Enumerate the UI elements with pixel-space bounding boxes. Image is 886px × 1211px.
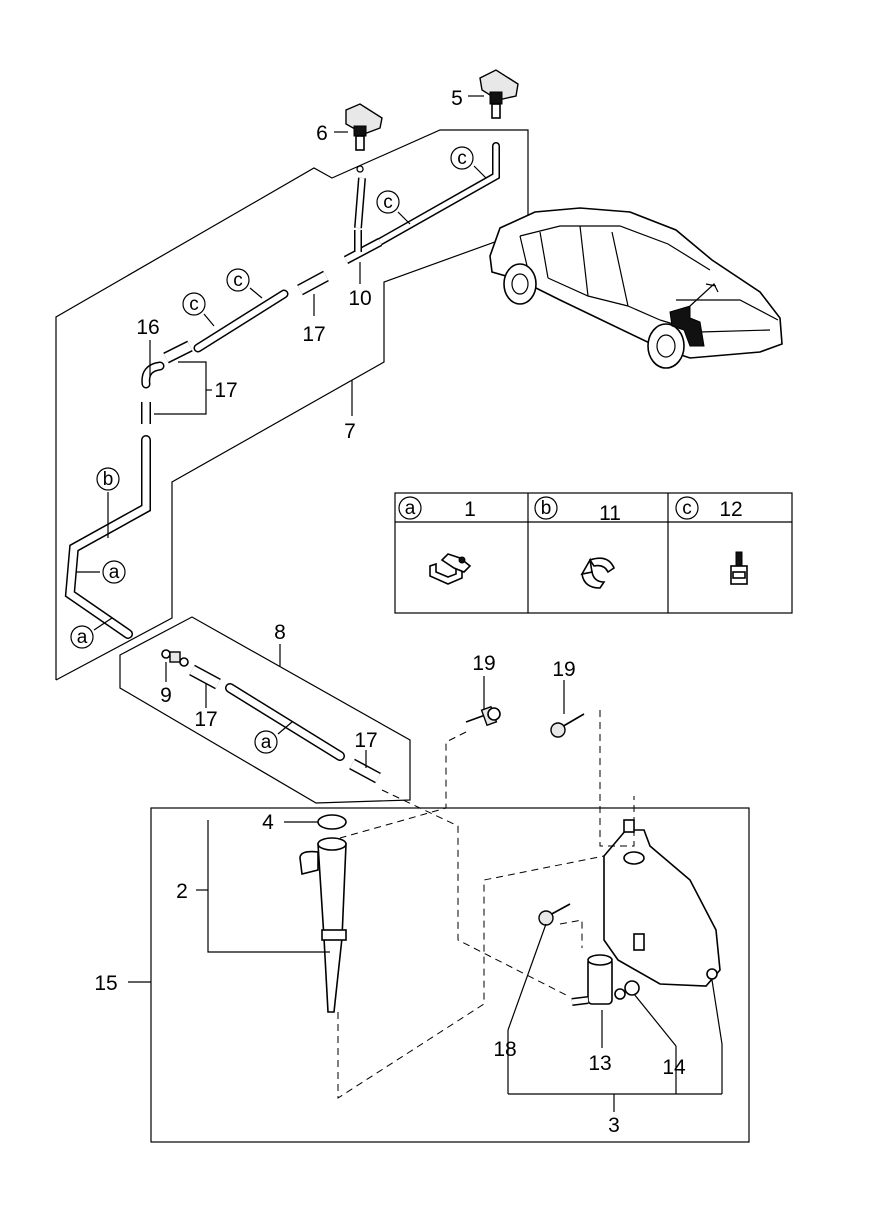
legend-number-a: 1 <box>464 498 476 521</box>
callout-18: 18 <box>493 1038 516 1061</box>
car-illustration <box>489 207 783 369</box>
hose-c-mid <box>193 289 289 353</box>
letter-a-1: a <box>109 562 120 583</box>
connector-17-upper <box>297 270 329 296</box>
pump-13 <box>571 954 613 1006</box>
hose-c-upper <box>372 142 500 248</box>
group-7-outline <box>55 129 529 681</box>
cap-4 <box>317 814 347 830</box>
letter-b-1: b <box>103 469 114 490</box>
hose-a-g8 <box>225 683 345 761</box>
legend-number-b: 11 <box>599 502 621 525</box>
grommet-14 <box>614 980 640 1000</box>
letter-c-4: c <box>189 294 199 315</box>
callout-7: 7 <box>344 420 356 443</box>
elbow-16 <box>141 361 165 389</box>
reservoir-tank <box>603 819 721 987</box>
hose-main-lower <box>64 435 151 639</box>
clip-c-icon <box>730 551 748 585</box>
group-8-outline <box>119 616 411 804</box>
letter-a-3: a <box>261 732 272 753</box>
callout-17-g8-right: 17 <box>354 729 377 752</box>
legend-letter-b: b <box>541 498 552 519</box>
callout-19-left: 19 <box>472 652 495 675</box>
callout-3: 3 <box>608 1114 620 1137</box>
callout-5: 5 <box>451 87 463 110</box>
legend-letter-a: a <box>405 498 416 519</box>
callout-17-upper: 17 <box>302 323 325 346</box>
callout-15: 15 <box>94 972 117 995</box>
clip-b-icon <box>580 557 615 589</box>
legend-number-c: 12 <box>719 498 742 521</box>
callout-2: 2 <box>176 880 188 903</box>
connector-17-g8-right <box>349 758 381 784</box>
leader-lines <box>76 95 723 1112</box>
filler-neck-2 <box>299 837 347 1013</box>
group-15-box <box>150 807 750 1143</box>
bolt-19-left <box>465 705 501 727</box>
callout-8: 8 <box>274 621 286 644</box>
t-connector-10 <box>343 230 383 264</box>
legend-letter-b-circle <box>534 496 558 520</box>
connector-17-left <box>141 340 193 424</box>
number-callouts: 6 5 10 17 16 17 7 8 9 17 17 19 19 4 2 15… <box>94 87 686 1137</box>
nozzle-6 <box>345 103 383 151</box>
clip-a-icon <box>429 553 472 585</box>
callout-19-right: 19 <box>552 658 575 681</box>
letter-c-2: c <box>383 192 393 213</box>
check-valve-9 <box>161 649 189 667</box>
callout-17-g8-left: 17 <box>194 708 217 731</box>
legend-letter-c-circle <box>675 496 699 520</box>
legend-letter-a-circle <box>398 496 422 520</box>
letter-a-2: a <box>77 627 88 648</box>
clip-legend-table: a 1 b 11 c 12 <box>394 492 793 614</box>
bolt-18 <box>538 903 571 926</box>
letter-callouts: c c c c b a a a <box>70 146 474 754</box>
letter-c-1: c <box>457 148 467 169</box>
nozzle-5 <box>479 69 519 119</box>
connector-17-g8-left <box>189 664 221 690</box>
callout-16: 16 <box>136 316 159 339</box>
bolt-19-right <box>550 713 585 738</box>
callout-10: 10 <box>348 287 371 310</box>
legend-letter-c: c <box>682 498 692 519</box>
callout-6: 6 <box>316 122 328 145</box>
callout-9: 9 <box>160 684 172 707</box>
callout-13: 13 <box>588 1052 611 1075</box>
callout-17-left: 17 <box>214 379 237 402</box>
letter-c-3: c <box>233 270 243 291</box>
dashed-guides <box>337 710 635 1099</box>
callout-14: 14 <box>662 1056 686 1079</box>
callout-4: 4 <box>262 811 274 834</box>
